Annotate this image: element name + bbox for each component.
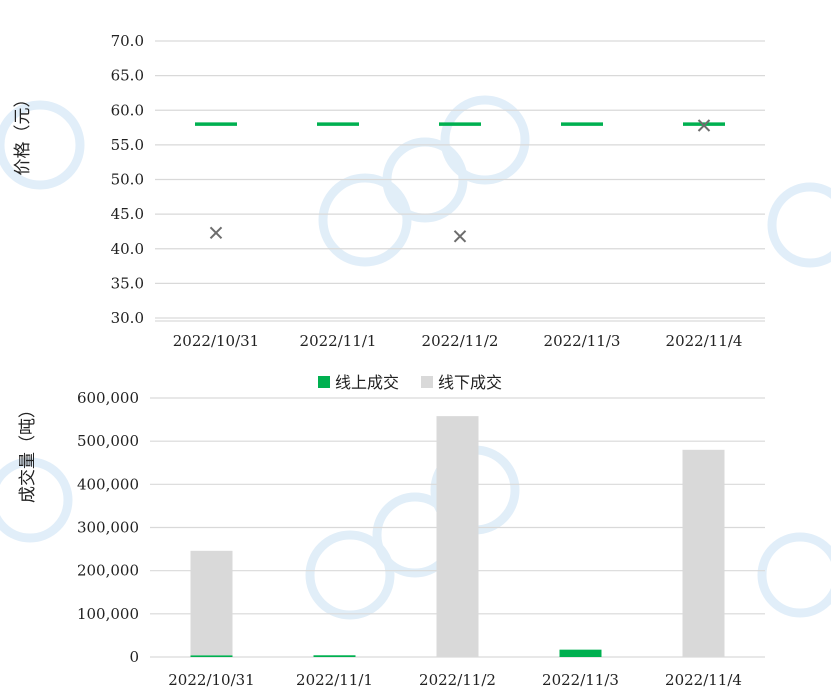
volume-y-tick-label: 300,000 bbox=[77, 519, 139, 537]
volume-y-tick-label: 600,000 bbox=[77, 389, 139, 407]
price-y-tick-label: 50.0 bbox=[111, 171, 144, 189]
price-y-tick-label: 55.0 bbox=[111, 136, 144, 154]
volume-x-tick-label: 2022/11/4 bbox=[665, 671, 742, 689]
legend-swatch-online bbox=[318, 376, 330, 388]
price-y-tick-label: 30.0 bbox=[111, 309, 144, 327]
volume-bar-offline bbox=[682, 449, 725, 657]
price-y-tick-label: 45.0 bbox=[111, 205, 144, 223]
watermark-top bbox=[0, 95, 831, 268]
price-x-tick-label: 2022/11/1 bbox=[300, 332, 377, 350]
price-x-marker bbox=[209, 226, 223, 240]
price-x-marker-stroke bbox=[209, 226, 223, 240]
price-y-axis-label: 价格（元） bbox=[13, 91, 33, 176]
volume-y-axis-label: 成交量（吨） bbox=[18, 401, 38, 503]
volume-bar-online bbox=[313, 655, 356, 657]
price-y-tick-label: 35.0 bbox=[111, 274, 144, 292]
price-gridlines bbox=[155, 40, 765, 322]
volume-y-tick-label: 200,000 bbox=[77, 562, 139, 580]
volume-bar-online bbox=[190, 655, 233, 657]
volume-bars bbox=[190, 416, 725, 657]
price-chart: 30.0 35.0 40.0 45.0 50.0 55.0 60.0 65.0 70.0 202… bbox=[13, 32, 765, 350]
volume-x-tick-label: 2022/11/2 bbox=[419, 671, 496, 689]
volume-bar-offline bbox=[436, 416, 479, 657]
price-marks bbox=[195, 119, 725, 243]
volume-bar-offline bbox=[190, 550, 233, 656]
volume-y-tick-label: 0 bbox=[129, 648, 139, 666]
legend-swatch-offline bbox=[421, 376, 433, 388]
volume-x-ticks: 2022/10/31 2022/11/1 2022/11/2 2022/11/3 202… bbox=[168, 671, 742, 689]
price-x-tick-label: 2022/11/4 bbox=[666, 332, 743, 350]
volume-y-tick-label: 500,000 bbox=[77, 432, 139, 450]
volume-bar-online bbox=[559, 649, 602, 657]
price-x-marker-stroke bbox=[697, 119, 711, 132]
price-x-marker bbox=[453, 230, 467, 243]
volume-x-tick-label: 2022/11/3 bbox=[542, 671, 619, 689]
volume-x-tick-label: 2022/10/31 bbox=[168, 671, 254, 689]
legend-label-online: 线上成交 bbox=[335, 373, 399, 392]
price-x-tick-label: 2022/11/2 bbox=[422, 332, 499, 350]
price-x-tick-label: 2022/10/31 bbox=[173, 332, 259, 350]
price-x-ticks: 2022/10/31 2022/11/1 2022/11/2 2022/11/3 202… bbox=[173, 332, 743, 350]
volume-x-tick-label: 2022/11/1 bbox=[296, 671, 373, 689]
volume-y-tick-label: 400,000 bbox=[77, 475, 139, 493]
price-y-ticks: 30.0 35.0 40.0 45.0 50.0 55.0 60.0 65.0 70.0 bbox=[111, 32, 144, 327]
volume-y-tick-label: 100,000 bbox=[77, 605, 139, 623]
volume-y-ticks: 0 100,000 200,000 300,000 400,000 500,000 600,… bbox=[77, 389, 139, 666]
price-x-marker bbox=[697, 119, 711, 132]
price-y-tick-label: 40.0 bbox=[111, 240, 144, 258]
price-x-tick-label: 2022/11/3 bbox=[544, 332, 621, 350]
price-x-marker-stroke bbox=[453, 230, 467, 243]
price-y-tick-label: 70.0 bbox=[111, 32, 144, 50]
price-y-tick-label: 60.0 bbox=[111, 101, 144, 119]
legend-label-offline: 线下成交 bbox=[438, 373, 502, 392]
volume-chart: 0 100,000 200,000 300,000 400,000 500,000 600,… bbox=[18, 373, 765, 689]
legend: 线上成交 线下成交 bbox=[318, 373, 502, 392]
price-y-tick-label: 65.0 bbox=[111, 67, 144, 85]
